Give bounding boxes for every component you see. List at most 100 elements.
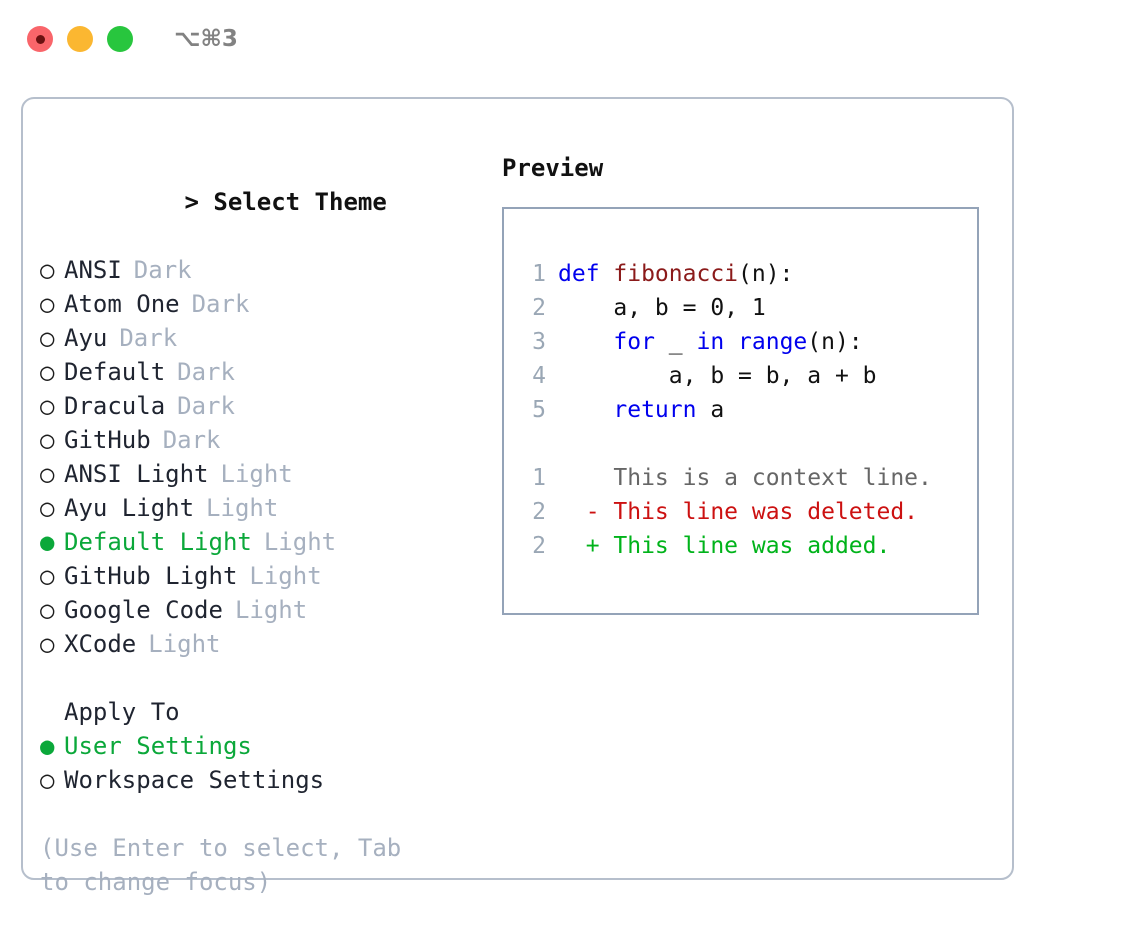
- theme-category-badge: Light: [220, 460, 293, 488]
- code-token: in range: [696, 329, 808, 355]
- theme-option-default[interactable]: ○ Default Dark: [40, 355, 470, 389]
- theme-option-ayu[interactable]: ○ Ayu Dark: [40, 321, 470, 355]
- radio-unselected-icon: ○: [40, 290, 55, 318]
- code-line-number: 1: [532, 261, 546, 287]
- theme-category-badge: Dark: [162, 426, 221, 454]
- theme-category-badge: Dark: [119, 324, 178, 352]
- diff-line-number: 2: [532, 499, 546, 525]
- code-token: a, b = b, a + b: [558, 363, 877, 389]
- preview-title: Preview: [502, 154, 604, 182]
- code-line: 3 for _ in range(n):: [518, 325, 971, 359]
- list-spacer: [40, 661, 470, 695]
- theme-category-badge: Dark: [177, 358, 235, 386]
- diff-line-text: This is a context line.: [599, 465, 932, 491]
- apply-to-option-user-settings[interactable]: ●User Settings: [40, 729, 470, 763]
- radio-unselected-icon: ○: [40, 494, 55, 522]
- keyboard-hint-text: (Use Enter to select, Tab to change focu…: [40, 834, 402, 896]
- theme-option-label: GitHub Light: [64, 562, 238, 590]
- theme-option-label: XCode: [64, 630, 137, 658]
- radio-unselected-icon: ○: [40, 324, 55, 352]
- code-token: fibonacci: [613, 261, 739, 287]
- diff-line-text: This line was added.: [599, 533, 891, 559]
- radio-unselected-icon: ○: [40, 562, 55, 590]
- theme-option-label: Ayu Light: [64, 494, 195, 522]
- code-token: return: [613, 397, 697, 423]
- close-icon: [35, 34, 45, 44]
- theme-category-badge: Light: [249, 562, 322, 590]
- maximize-button[interactable]: [107, 26, 133, 52]
- apply-to-header: Apply To: [64, 698, 180, 726]
- diff-line-text: This line was deleted.: [599, 499, 919, 525]
- code-line: 2 a, b = 0, 1: [518, 291, 971, 325]
- theme-category-badge: Dark: [191, 290, 250, 318]
- close-button[interactable]: [27, 26, 53, 52]
- theme-option-label: Ayu: [64, 324, 108, 352]
- theme-option-ayu-light[interactable]: ○ Ayu Light Light: [40, 491, 470, 525]
- minimize-button[interactable]: [67, 26, 93, 52]
- diff-line: 1 This is a context line.: [518, 461, 971, 495]
- code-token: a, b = 0, 1: [558, 295, 766, 321]
- code-token: def: [558, 261, 614, 287]
- theme-option-dracula[interactable]: ○ Dracula Dark: [40, 389, 470, 423]
- code-token: [558, 397, 613, 423]
- diff-marker: +: [558, 533, 600, 559]
- theme-category-badge: Dark: [133, 256, 192, 284]
- diff-line: 2 + This line was added.: [518, 529, 971, 563]
- theme-option-atom-one[interactable]: ○ Atom One Dark: [40, 287, 470, 321]
- code-line-number: 5: [532, 397, 546, 423]
- theme-option-label: Google Code: [64, 596, 223, 624]
- code-line-number: 2: [532, 295, 546, 321]
- code-line-number: 3: [532, 329, 546, 355]
- diff-preview: 1 This is a context line.2 - This line w…: [518, 461, 971, 563]
- theme-category-badge: Dark: [177, 392, 235, 420]
- theme-list-header: > Select Theme: [40, 151, 470, 253]
- radio-unselected-icon: ○: [40, 358, 55, 386]
- theme-option-label: Default: [64, 358, 166, 386]
- code-token: a: [696, 397, 725, 423]
- theme-category-badge: Light: [206, 494, 279, 522]
- theme-option-github[interactable]: ○ GitHub Dark: [40, 423, 470, 457]
- diff-marker: [558, 465, 600, 491]
- theme-option-label: GitHub: [64, 426, 151, 454]
- theme-option-github-light[interactable]: ○ GitHub Light Light: [40, 559, 470, 593]
- theme-option-label: Atom One: [64, 290, 180, 318]
- window-controls: [27, 26, 133, 52]
- theme-option-google-code[interactable]: ○ Google Code Light: [40, 593, 470, 627]
- theme-category-badge: Light: [234, 596, 308, 624]
- code-line: 1 def fibonacci(n):: [518, 257, 971, 291]
- code-token: (n):: [738, 261, 794, 287]
- code-token: _: [654, 329, 697, 355]
- theme-category-badge: Light: [263, 528, 337, 556]
- code-line: 4 a, b = b, a + b: [518, 359, 971, 393]
- diff-line: 2 - This line was deleted.: [518, 495, 971, 529]
- radio-unselected-icon: ○: [40, 766, 55, 794]
- apply-to-option-label: Workspace Settings: [64, 766, 325, 794]
- radio-unselected-icon: ○: [40, 392, 55, 420]
- diff-line-number: 2: [532, 533, 546, 559]
- apply-to-option-label: User Settings: [64, 732, 252, 760]
- radio-unselected-icon: ○: [40, 596, 55, 624]
- theme-category-badge: Light: [148, 630, 221, 658]
- apply-to-option-workspace-settings[interactable]: ○ Workspace Settings: [40, 763, 470, 797]
- theme-list-title: Select Theme: [213, 188, 387, 216]
- code-line-number: 4: [532, 363, 546, 389]
- radio-unselected-icon: ○: [40, 426, 55, 454]
- theme-option-label: Dracula: [64, 392, 166, 420]
- code-token: [558, 329, 613, 355]
- theme-option-label: Default Light: [64, 528, 252, 556]
- radio-unselected-icon: ○: [40, 460, 55, 488]
- prompt-caret-icon: >: [184, 188, 199, 216]
- radio-unselected-icon: ○: [40, 256, 55, 284]
- apply-to-options-list[interactable]: ●User Settings ○ Workspace Settings: [40, 729, 470, 797]
- radio-unselected-icon: ○: [40, 630, 55, 658]
- code-token: (n):: [807, 329, 863, 355]
- theme-option-xcode[interactable]: ○ XCode Light: [40, 627, 470, 661]
